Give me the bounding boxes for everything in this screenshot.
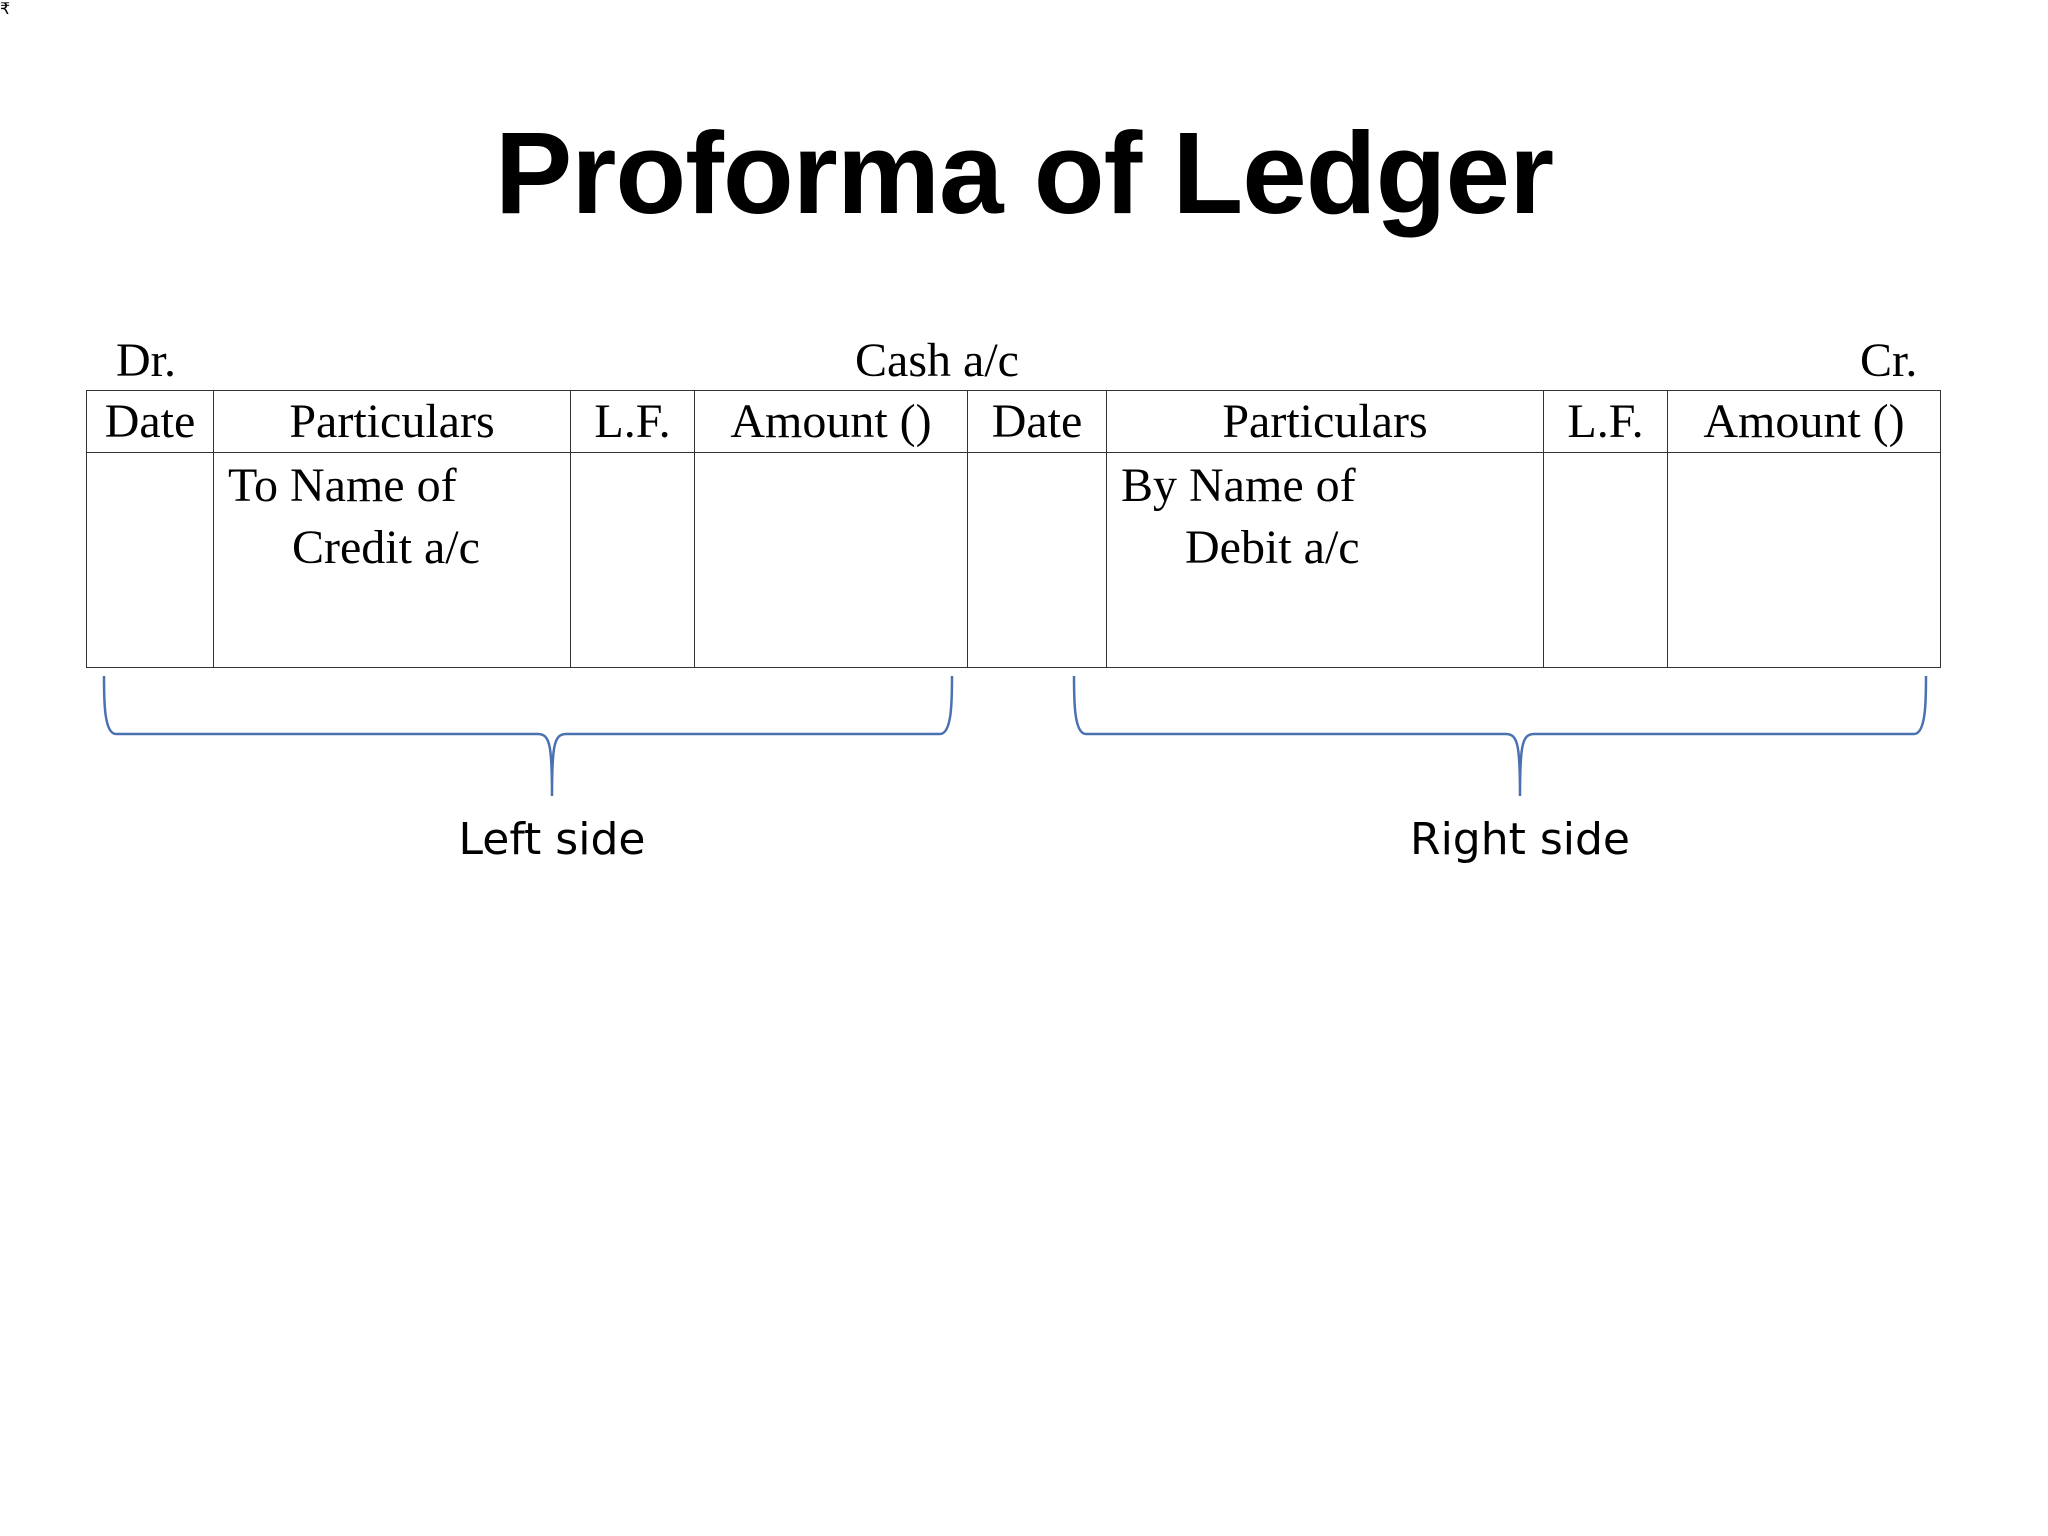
- header-lf-left: L.F.: [570, 390, 695, 453]
- account-name: Cash a/c: [855, 334, 1019, 387]
- ledger-header-row: Date Particulars L.F. Amount () Date Par…: [86, 390, 1941, 453]
- header-particulars-right: Particulars: [1106, 390, 1544, 453]
- header-date-left: Date: [86, 390, 214, 453]
- cell-lf-left: [570, 452, 695, 668]
- credit-label: Cr.: [1860, 334, 1918, 387]
- cell-amount-left: [694, 452, 968, 668]
- right-side-brace: [1072, 675, 1928, 797]
- header-amount-right: Amount (): [1667, 390, 1941, 453]
- header-date-right: Date: [967, 390, 1107, 453]
- header-particulars-left: Particulars: [213, 390, 571, 453]
- right-entry-line2: Debit a/c: [1185, 521, 1360, 574]
- debit-label: Dr.: [116, 334, 176, 387]
- page-title: Proforma of Ledger: [494, 108, 1554, 238]
- header-amount-left: Amount (): [694, 390, 968, 453]
- ledger-table: Date Particulars L.F. Amount () Date Par…: [86, 390, 1941, 668]
- cell-date-left: [86, 452, 214, 668]
- cell-particulars-right: By Name of Debit a/c: [1106, 452, 1544, 668]
- cell-date-right: [967, 452, 1107, 668]
- rupee-symbol-mark: ₹: [0, 0, 11, 18]
- right-side-label: Right side: [1410, 814, 1630, 865]
- left-entry-line1: To Name of: [228, 459, 457, 512]
- right-entry-line1: By Name of: [1121, 459, 1356, 512]
- header-lf-right: L.F.: [1543, 390, 1668, 453]
- left-side-label: Left side: [458, 814, 646, 865]
- cell-lf-right: [1543, 452, 1668, 668]
- left-side-brace: [102, 675, 954, 797]
- left-entry-line2: Credit a/c: [292, 521, 480, 574]
- cell-amount-right: [1667, 452, 1941, 668]
- cell-particulars-left: To Name of Credit a/c: [213, 452, 571, 668]
- ledger-entry-row: To Name of Credit a/c By Name of Debit a…: [86, 452, 1941, 668]
